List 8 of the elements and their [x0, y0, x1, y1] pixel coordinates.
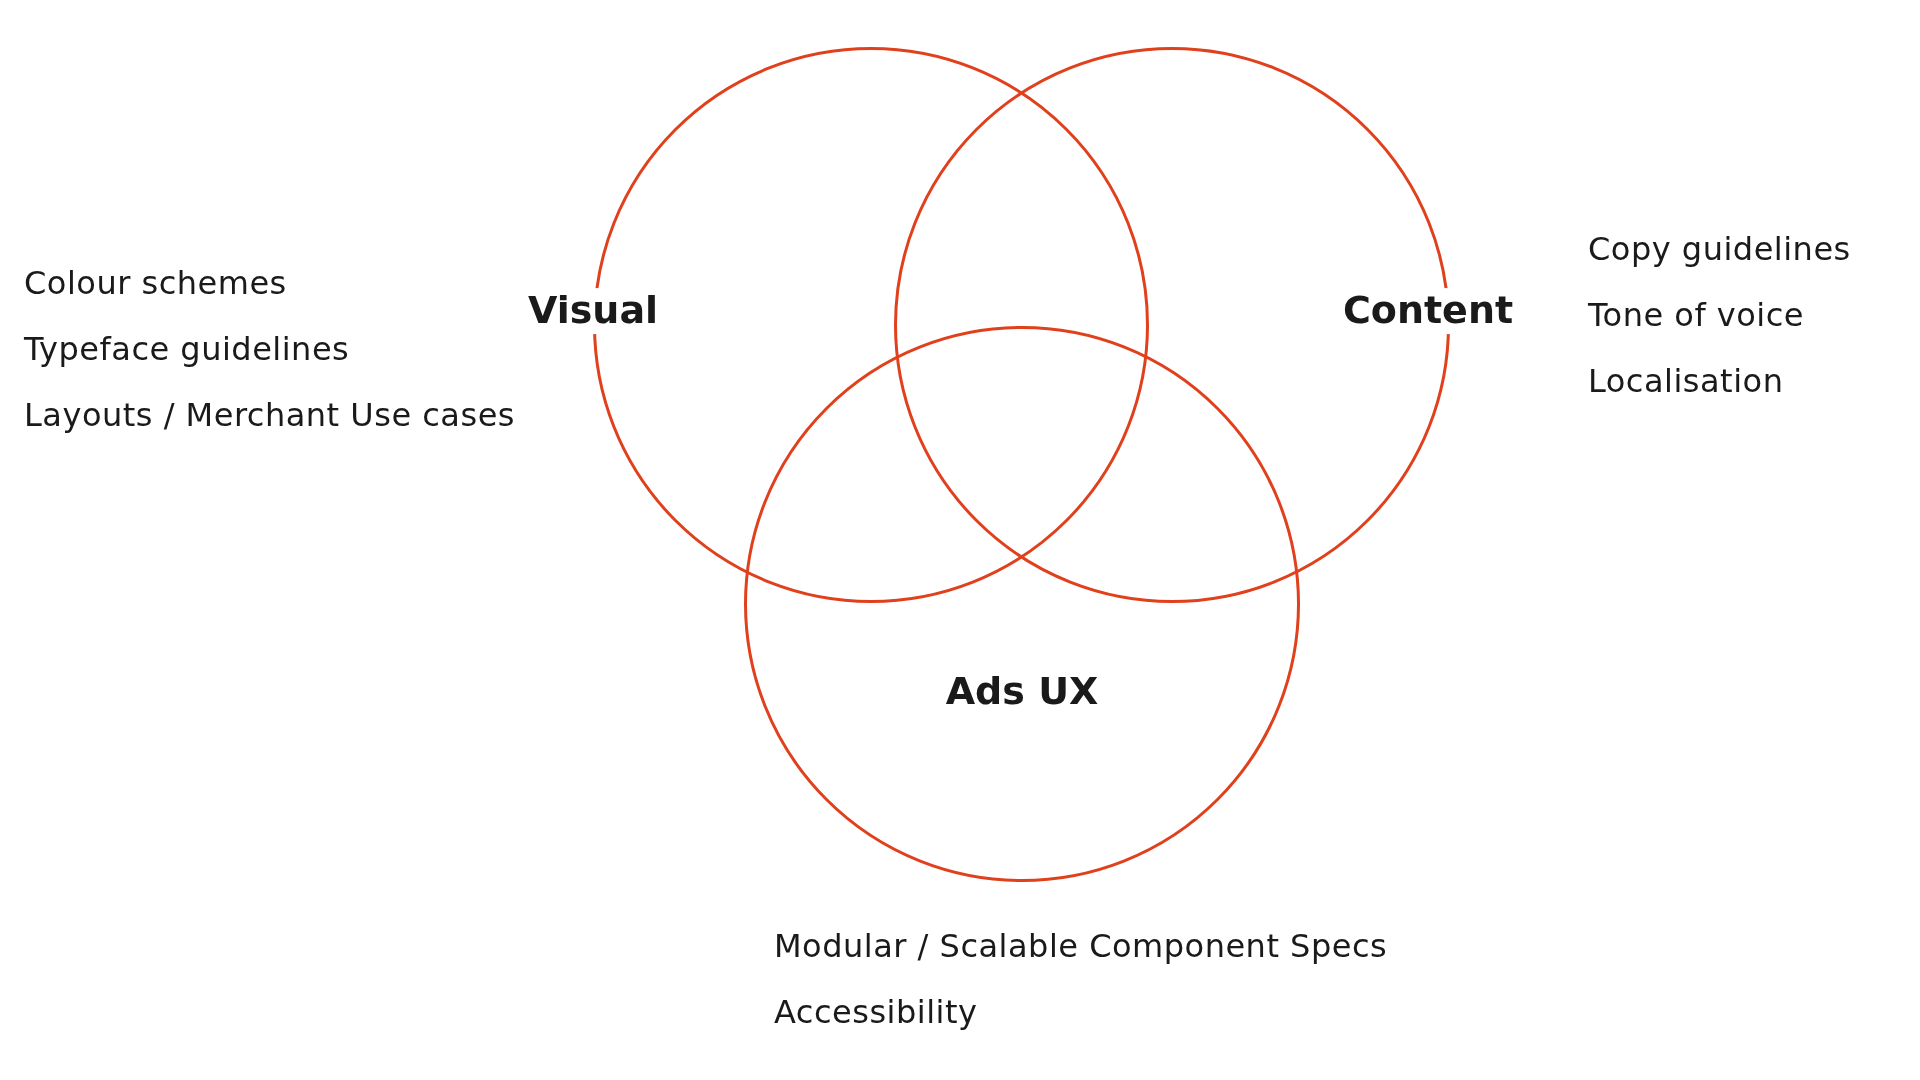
- list-item: Copy guidelines: [1588, 229, 1851, 270]
- list-item: Layouts / Merchant Use cases: [24, 395, 515, 436]
- list-item: Modular / Scalable Component Specs: [774, 926, 1388, 967]
- list-item: Colour schemes: [24, 263, 288, 304]
- list-item: Accessibility: [774, 992, 979, 1033]
- list-item: Tone of voice: [1588, 295, 1806, 336]
- list-item: Localisation: [1588, 361, 1785, 402]
- list-item: Typeface guidelines: [24, 329, 351, 370]
